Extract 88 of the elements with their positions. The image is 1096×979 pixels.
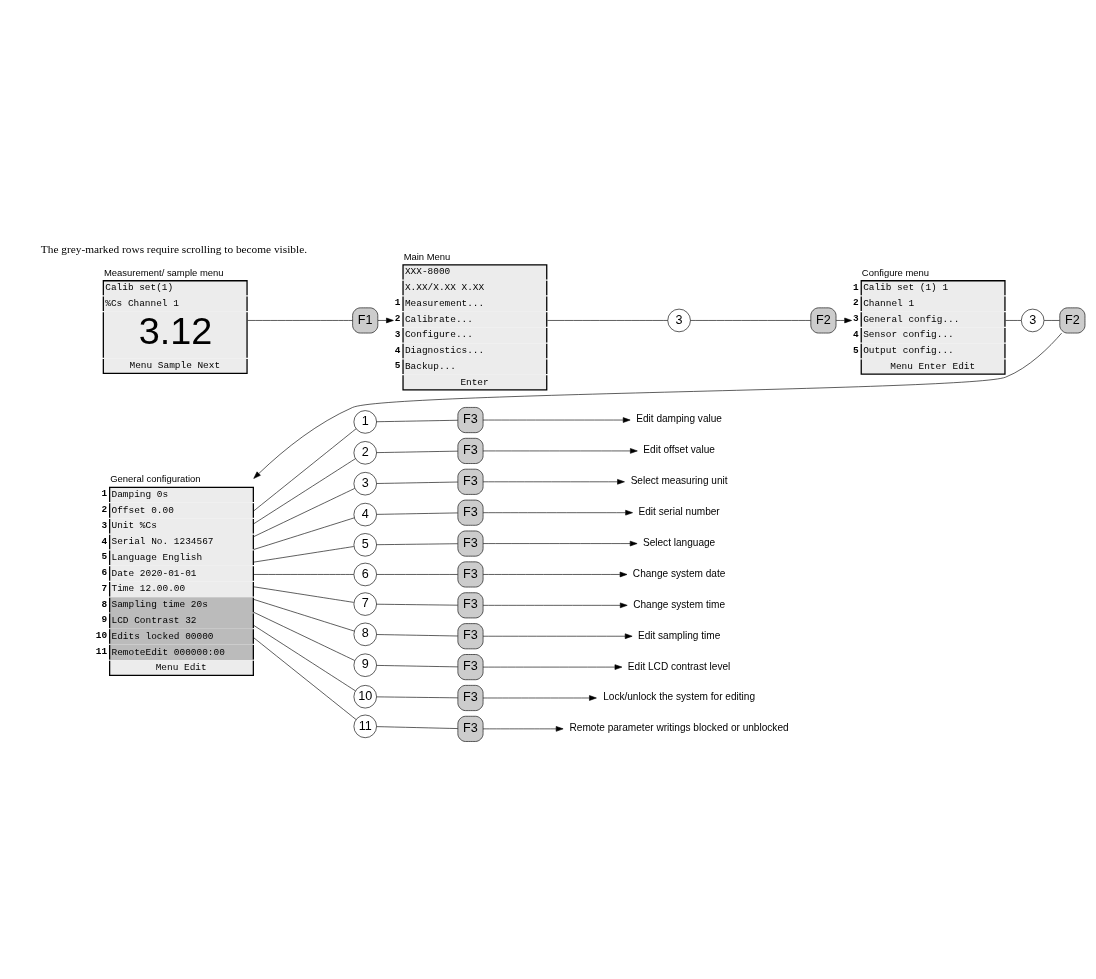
connector — [247, 319, 353, 321]
connector — [376, 725, 459, 729]
node-label: General configuration — [110, 472, 201, 484]
node-text: Change system date — [632, 567, 726, 579]
node-label: 5 — [101, 550, 108, 562]
node-label: 4 — [101, 535, 108, 547]
connector — [376, 603, 459, 605]
node-box: F3 — [457, 561, 484, 587]
connector — [376, 419, 459, 422]
node-box: F3 — [457, 622, 484, 649]
node-label: 1 — [853, 281, 859, 293]
connector — [376, 450, 459, 453]
node-text: Edit serial number — [638, 505, 720, 517]
node-label: 6 — [101, 566, 108, 578]
node-circle: 10 — [353, 684, 377, 708]
node-box: F3 — [457, 684, 484, 711]
node-label: Main Menu — [403, 250, 451, 262]
node-circle: 5 — [353, 532, 377, 556]
arrow — [482, 663, 623, 670]
node-text: Select measuring unit — [630, 474, 728, 486]
node-text: Edit damping value — [636, 412, 722, 424]
node-label: 2 — [853, 296, 859, 308]
node-box: F3 — [457, 437, 484, 464]
node-label: 3 — [394, 328, 401, 340]
node-circle: 3 — [353, 471, 377, 495]
arrow — [482, 633, 633, 639]
node-text: Edit offset value — [643, 443, 715, 455]
node-box: F3 — [457, 406, 484, 433]
node-box: F3 — [457, 591, 484, 618]
node-box: F3 — [457, 530, 484, 556]
node-circle: 3 — [1021, 308, 1045, 332]
node-circle: 7 — [353, 591, 377, 616]
node-label: 2 — [101, 503, 108, 515]
node-circle: 3 — [667, 308, 691, 332]
node-label: 9 — [101, 613, 108, 625]
connector — [547, 319, 669, 321]
connector — [376, 542, 459, 545]
node-text: Select language — [642, 536, 716, 548]
connector — [376, 664, 459, 667]
node-label: 2 — [394, 312, 401, 324]
node-text: Change system time — [633, 598, 726, 610]
node-circle: 2 — [353, 440, 377, 464]
arrow — [482, 725, 564, 732]
node-circle: 8 — [353, 622, 377, 646]
node-label: 8 — [101, 598, 108, 610]
arrow — [253, 332, 1062, 479]
node-label: 5 — [853, 344, 859, 356]
node-label: 3 — [101, 519, 108, 531]
node-label: 10 — [95, 629, 108, 641]
node-label: 3 — [853, 312, 859, 324]
node-circle: 9 — [353, 653, 377, 677]
arrow — [482, 509, 633, 515]
node-label: Configure menu — [861, 266, 930, 278]
node-label: 5 — [394, 359, 401, 371]
node-label: 1 — [394, 296, 401, 308]
node-text: Edit sampling time — [637, 629, 721, 641]
arrow — [482, 571, 628, 577]
node-text: Lock/unlock the system for editing — [603, 690, 755, 702]
node-label: 1 — [101, 487, 108, 499]
node-circle: 6 — [353, 562, 377, 586]
node-circle: 1 — [353, 409, 377, 434]
node-box: F3 — [457, 499, 484, 526]
node-label: 11 — [95, 645, 108, 657]
node-label: 4 — [853, 328, 859, 340]
node-label: 4 — [394, 344, 401, 356]
label: The grey-marked rows require scrolling to become visible. — [40, 242, 307, 255]
node-box: F2 — [1059, 307, 1086, 333]
arrow — [482, 694, 597, 701]
arrow — [835, 317, 852, 323]
arrow — [482, 416, 631, 423]
arrow — [482, 540, 638, 546]
arrow — [482, 447, 638, 454]
node-box: F3 — [457, 715, 484, 742]
connector — [1005, 319, 1022, 321]
node-box: F2 — [810, 307, 837, 333]
node-box: F3 — [457, 468, 484, 495]
node-circle: 11 — [353, 714, 377, 738]
arrow — [482, 478, 625, 485]
node-box: F1 — [352, 307, 379, 333]
node-text: Remote parameter writings blocked or unblocked — [569, 721, 789, 733]
node-text: Edit LCD contrast level — [627, 660, 731, 671]
node-circle: 4 — [353, 502, 377, 526]
arrow — [377, 317, 394, 323]
node-box: F3 — [457, 653, 484, 680]
arrow — [482, 602, 628, 608]
connector — [690, 319, 812, 321]
node-label: Measurement/ sample menu — [103, 266, 224, 278]
node-label: 7 — [101, 582, 108, 594]
